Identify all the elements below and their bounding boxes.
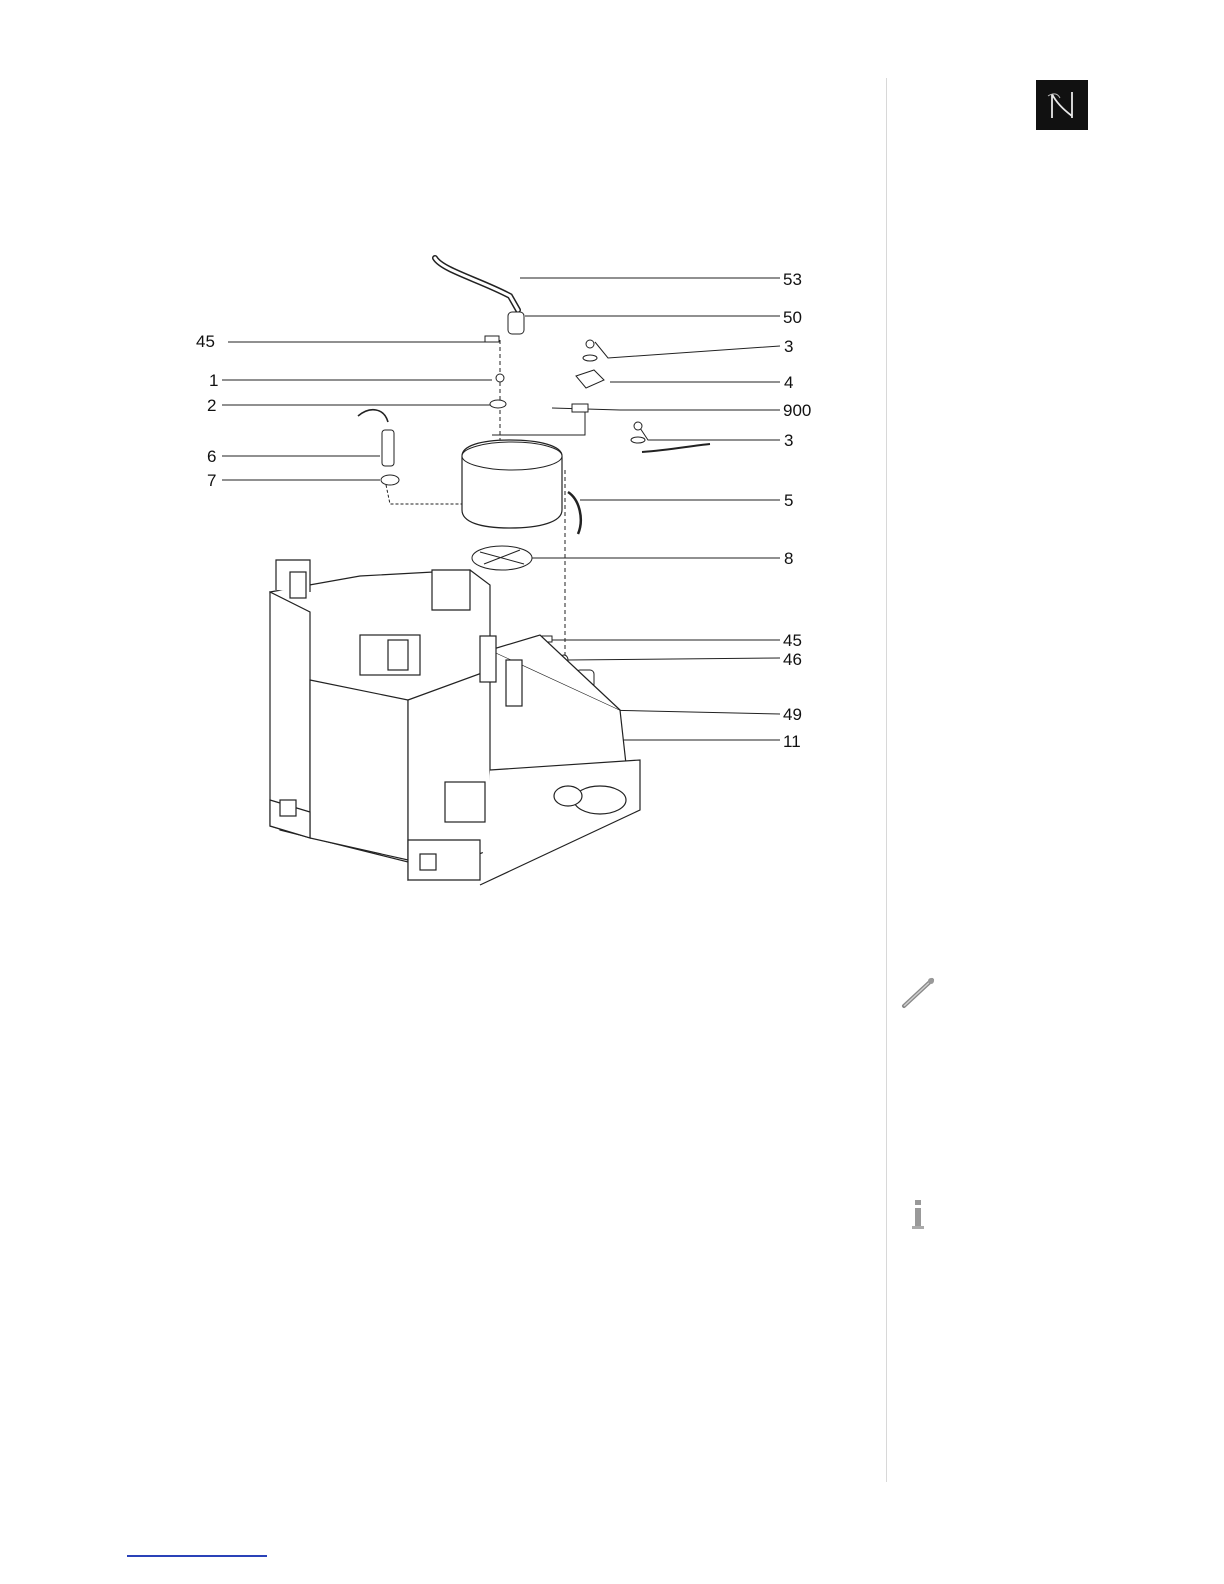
callout-6: 6 xyxy=(207,448,216,465)
exploded-parts-diagram xyxy=(180,240,840,920)
nespresso-logo-icon xyxy=(1036,80,1088,130)
leader-line xyxy=(640,428,780,440)
callout-7: 7 xyxy=(207,472,216,489)
wrench-tool-icon xyxy=(898,974,938,1014)
leader-line xyxy=(568,658,780,660)
callout-53: 53 xyxy=(783,271,802,288)
callout-3-mid: 3 xyxy=(784,432,793,449)
callout-3-top: 3 xyxy=(784,338,793,355)
washer-part xyxy=(490,400,506,408)
callout-1: 1 xyxy=(209,372,218,389)
screw-part xyxy=(496,374,504,382)
screw-part xyxy=(586,340,594,348)
leader-line xyxy=(595,342,780,358)
callout-2: 2 xyxy=(207,397,216,414)
callout-45-top: 45 xyxy=(196,333,215,350)
callout-11: 11 xyxy=(783,733,801,750)
leader-line xyxy=(600,710,780,714)
cable-part xyxy=(642,444,710,452)
cable-part xyxy=(358,410,388,422)
screw-part xyxy=(634,422,642,430)
connector-part xyxy=(382,430,394,466)
sensor-part xyxy=(572,404,588,412)
callout-4: 4 xyxy=(784,374,793,391)
machine-chassis xyxy=(270,560,640,885)
clip-part xyxy=(576,370,604,388)
footer-link-underline[interactable] xyxy=(127,1555,267,1557)
callout-49: 49 xyxy=(783,706,802,723)
callout-8: 8 xyxy=(784,550,793,567)
pin-part xyxy=(485,336,499,342)
callout-45-bottom: 45 xyxy=(783,632,802,649)
washer-part xyxy=(631,437,645,443)
callout-46: 46 xyxy=(783,651,802,668)
washer-part xyxy=(583,355,597,361)
hose-part xyxy=(435,258,518,310)
callout-5: 5 xyxy=(784,492,793,509)
callout-50: 50 xyxy=(783,309,802,326)
sidebar-divider xyxy=(886,78,887,1482)
callout-900: 900 xyxy=(783,402,811,419)
washer-part xyxy=(381,475,399,485)
info-icon xyxy=(908,1196,930,1234)
elbow-fitting xyxy=(508,312,524,334)
leader-line xyxy=(492,410,585,435)
